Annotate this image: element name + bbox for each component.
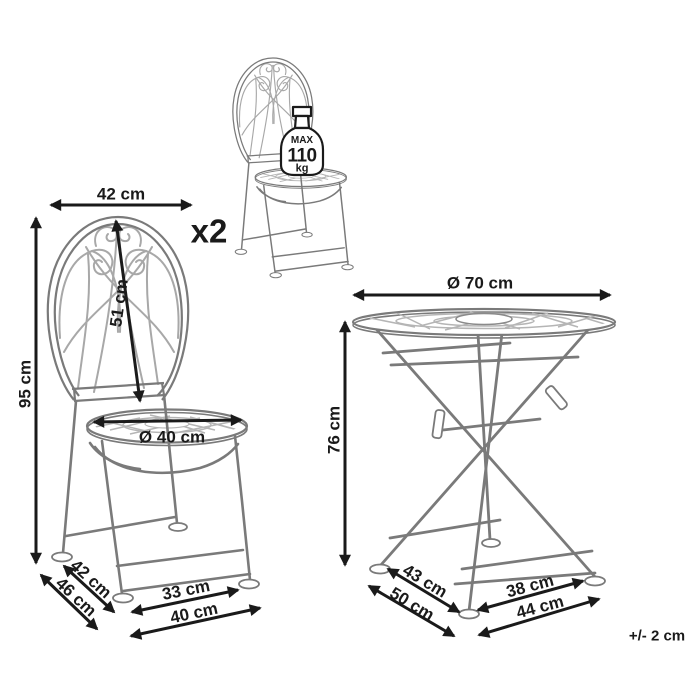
small-chair-illustration xyxy=(233,58,353,278)
chair-back-width-label: 42 cm xyxy=(96,184,146,204)
chair-backrest-arrow xyxy=(111,219,145,403)
max-load-value-label: 110 xyxy=(287,145,317,167)
quantity-label: x2 xyxy=(190,212,228,250)
table-stance-arrow xyxy=(477,596,601,638)
weight-limit-badge xyxy=(279,105,325,177)
table-diameter-label: Ø 70 cm xyxy=(446,273,514,293)
chair-stance-arrow xyxy=(129,604,262,640)
chair-seat-diameter-label: Ø 40 cm xyxy=(138,427,206,447)
chair-seat-diameter-arrow xyxy=(92,414,243,428)
table-height-label: 76 cm xyxy=(324,405,344,455)
chair-illustration xyxy=(48,217,259,603)
table-depth-total-arrow xyxy=(367,584,456,638)
max-load-unit-label: kg xyxy=(295,162,309,175)
chair-depth-total-arrow xyxy=(39,573,99,631)
dimension-arrows xyxy=(30,199,612,640)
table-illustration xyxy=(351,307,617,620)
chair-height-label: 95 cm xyxy=(15,359,35,409)
tolerance-label: +/- 2 cm xyxy=(628,627,686,645)
max-load-max-label: MAX xyxy=(290,135,314,146)
table-top xyxy=(351,307,617,339)
